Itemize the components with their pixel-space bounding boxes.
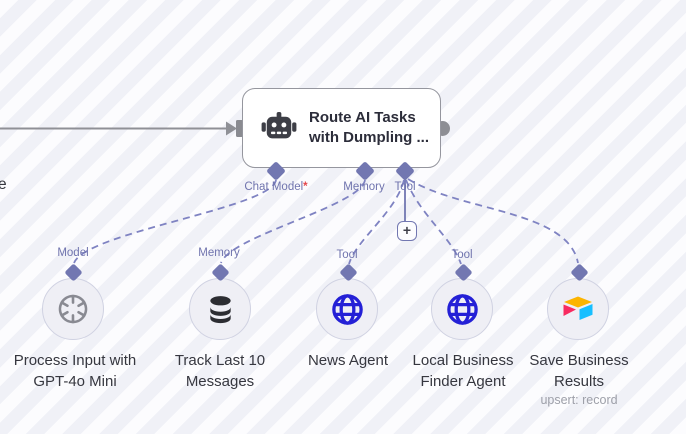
tool-connection-news[interactable] (348, 179, 405, 265)
required-asterisk: * (303, 181, 308, 193)
node-track-last-10-messages[interactable] (189, 278, 251, 340)
memory-connection[interactable] (220, 179, 366, 264)
node-label-track-messages: Track Last 10 Messages (174, 352, 266, 390)
node-label-news-agent: News Agent (307, 352, 389, 369)
connection-arrow-icon (226, 121, 237, 136)
memory-port-label: Memory (343, 181, 385, 193)
offscreen-node-label-fragment: e (0, 176, 7, 193)
node-label-local-business: Local Business Finder Agent (412, 352, 514, 390)
tool-connection-local-business[interactable] (405, 179, 462, 265)
memory-input-label: Memory (198, 247, 240, 259)
node-save-business-results[interactable] (547, 278, 609, 340)
node-process-input-gpt4o-mini[interactable] (42, 278, 104, 340)
tool-port-label: Tool (394, 181, 416, 193)
tool-input-label-news: Tool (336, 249, 358, 261)
node-label-process-input: Process Input with GPT-4o Mini (13, 352, 137, 390)
agent-node[interactable]: Route AI Tasks with Dumpling ... (242, 88, 441, 168)
agent-title-line1: Route AI Tasks (309, 109, 416, 126)
node-label-save-results: Save Business Results upsert: record (489, 350, 669, 409)
tool-input-label-local: Tool (451, 249, 473, 261)
chat-model-connection[interactable] (73, 179, 277, 264)
chat-model-port-label: Chat Model* (244, 181, 308, 193)
airtable-icon (563, 296, 593, 320)
database-icon (209, 295, 231, 323)
tool-connection-save-results[interactable] (407, 178, 579, 264)
add-tool-button[interactable]: + (397, 221, 417, 241)
node-news-agent[interactable] (316, 278, 378, 340)
node-local-business-finder-agent[interactable] (431, 278, 493, 340)
agent-node-title: Route AI Tasks with Dumpling ... (309, 108, 429, 148)
robot-icon (261, 112, 297, 139)
globe-icon (331, 293, 363, 325)
main-input-port[interactable] (236, 120, 243, 137)
agent-title-line2: with Dumpling ... (309, 129, 429, 146)
node-operation-subtitle: upsert: record (540, 393, 618, 407)
globe-icon (446, 293, 478, 325)
openai-icon (58, 294, 88, 324)
model-input-label: Model (57, 247, 89, 259)
